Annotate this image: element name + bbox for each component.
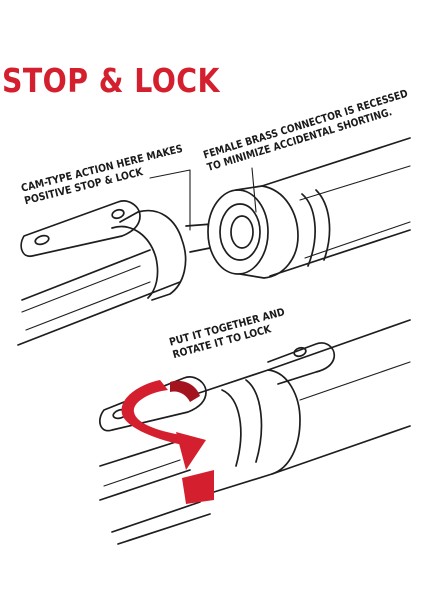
brass-connector-hex: [219, 203, 261, 261]
bottom-joined-body: [195, 369, 301, 493]
bottom-right-tab: [267, 342, 336, 385]
top-left-tab-hole: [34, 234, 50, 246]
bottom-left-tube-edge-upper: [99, 439, 183, 467]
top-assembly: [17, 137, 411, 346]
top-left-tube-edge-upper: [21, 249, 151, 301]
top-right-tube-edge-lower: [269, 229, 411, 277]
top-left-connector-body: [119, 209, 187, 301]
rotation-arrow-band: [121, 380, 188, 446]
top-right-tube-rib-2: [304, 221, 411, 259]
rotation-arrow-head: [176, 432, 206, 470]
top-left-tab-hole-2: [111, 208, 125, 220]
bottom-right-tube-edge-lower: [271, 425, 411, 475]
curved-rotation-arrow-icon: [121, 380, 214, 504]
brass-connector-bore: [230, 215, 254, 249]
top-right-ring: [301, 193, 316, 267]
bottom-left-tube-edge-lower: [99, 469, 191, 501]
bottom-joined-seam: [221, 389, 242, 467]
page-title: STOP & LOCK: [2, 61, 220, 100]
top-right-ring-2: [315, 189, 331, 261]
bottom-left-tube-edge-lowest: [111, 501, 201, 533]
bottom-right-tab-hole: [293, 346, 307, 358]
bottom-joined-ring: [245, 379, 263, 463]
top-left-tube-rib-1: [21, 265, 141, 313]
top-left-connector-ridge: [111, 225, 159, 299]
top-right-tube-rib-1: [299, 165, 411, 201]
brass-connector-face: [207, 189, 269, 275]
top-left-tab: [20, 200, 141, 257]
top-left-tube-rib-2: [25, 281, 151, 331]
bottom-long-wire: [117, 513, 211, 545]
rotation-arrow-tail: [182, 470, 214, 504]
bottom-left-tab: [99, 376, 207, 432]
top-right-tube-edge-upper: [261, 137, 411, 187]
rotation-arrow-back-band: [170, 380, 200, 402]
bottom-left-tube-rib: [103, 459, 181, 487]
bottom-assembly: [99, 319, 411, 545]
bottom-right-tube-edge-upper: [267, 319, 411, 371]
brass-pointer-line: [251, 167, 257, 213]
bottom-right-tube-rib: [299, 361, 411, 401]
cam-pointer-line: [149, 169, 191, 231]
